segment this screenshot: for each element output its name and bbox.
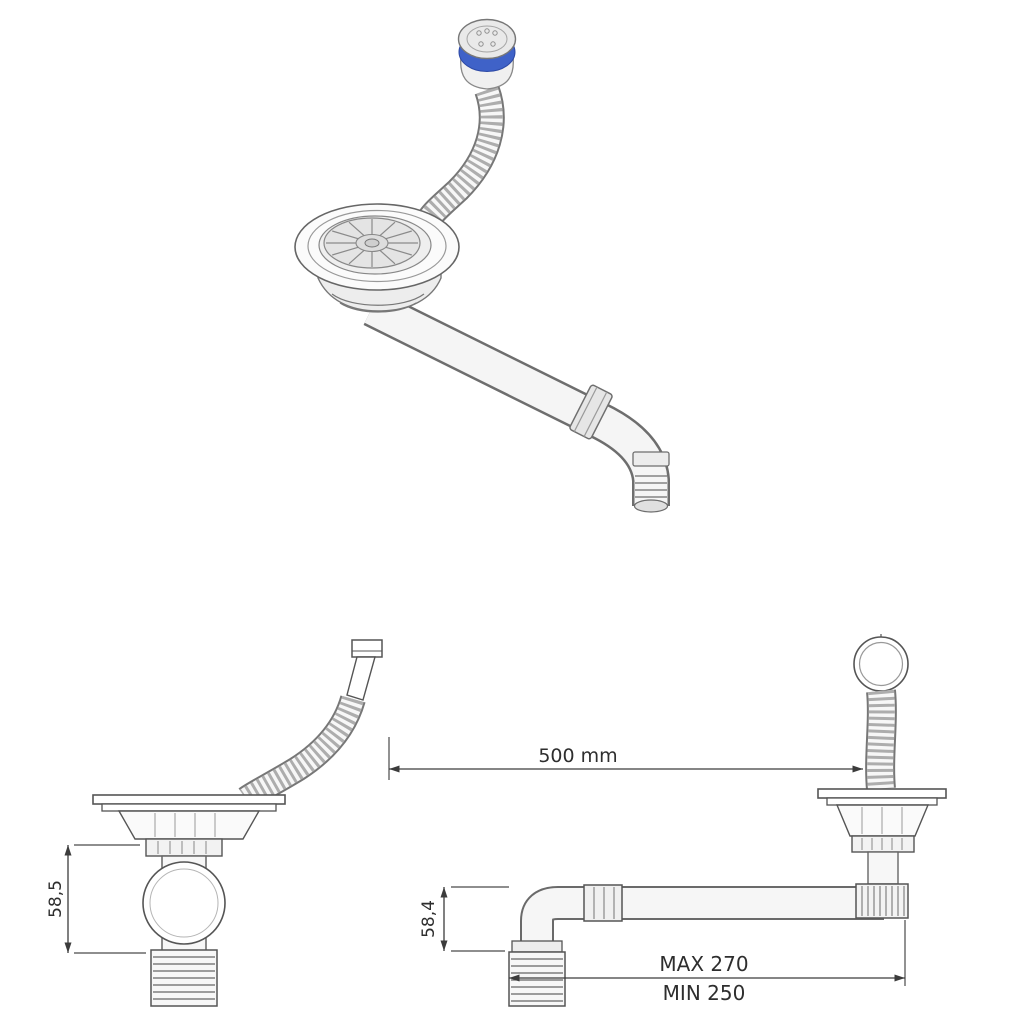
outlet-end — [633, 499, 669, 513]
dimension-max-label: MAX 270 — [659, 952, 748, 976]
overflow-hose-side — [238, 695, 366, 810]
locking-nut-front — [851, 835, 915, 853]
elbow-collar — [511, 940, 563, 953]
locking-nut-side — [145, 838, 223, 857]
strainer-side-profile — [92, 794, 286, 857]
strainer-basket-isometric — [294, 203, 460, 313]
overflow-hose-front — [865, 689, 897, 791]
strainer-downpipe — [867, 851, 899, 885]
dimension-58-4: 58,4 — [419, 886, 509, 952]
elbow-outlet-threads — [508, 951, 566, 1007]
dimension-max-min: MAX 270 MIN 250 — [509, 920, 906, 1005]
overflow-cap-front — [853, 636, 909, 692]
dimension-min-label: MIN 250 — [663, 981, 746, 1005]
strainer-center-knob — [364, 238, 380, 248]
dimension-58-5: 58,5 — [46, 844, 146, 954]
right-threaded-coupling — [855, 883, 909, 919]
dimension-58-5-label: 58,5 — [46, 880, 66, 918]
right-front-view — [817, 634, 947, 885]
dimension-58-4-label: 58,4 — [419, 900, 439, 938]
strainer-perforations — [326, 219, 418, 267]
dimension-500mm-label: 500 mm — [538, 745, 617, 767]
drain-tailpipe-isometric — [363, 290, 670, 513]
horizontal-pipe-view — [508, 883, 909, 1007]
overflow-cap-top — [457, 18, 517, 60]
pipe-coupling-nut — [583, 884, 623, 922]
overflow-hose-isometric — [417, 85, 505, 227]
dimension-500mm: 500 mm — [388, 737, 863, 780]
tailpipe-coupling-nut — [569, 384, 613, 440]
outlet-collar — [632, 451, 670, 467]
trap-and-outlet-side — [142, 855, 226, 1007]
isometric-product-view — [294, 18, 670, 513]
trap-elbow-circle — [142, 861, 226, 945]
left-side-view — [92, 639, 383, 1007]
strainer-front-profile — [817, 788, 947, 885]
overflow-cap — [457, 18, 517, 90]
overflow-bracket — [346, 639, 383, 701]
